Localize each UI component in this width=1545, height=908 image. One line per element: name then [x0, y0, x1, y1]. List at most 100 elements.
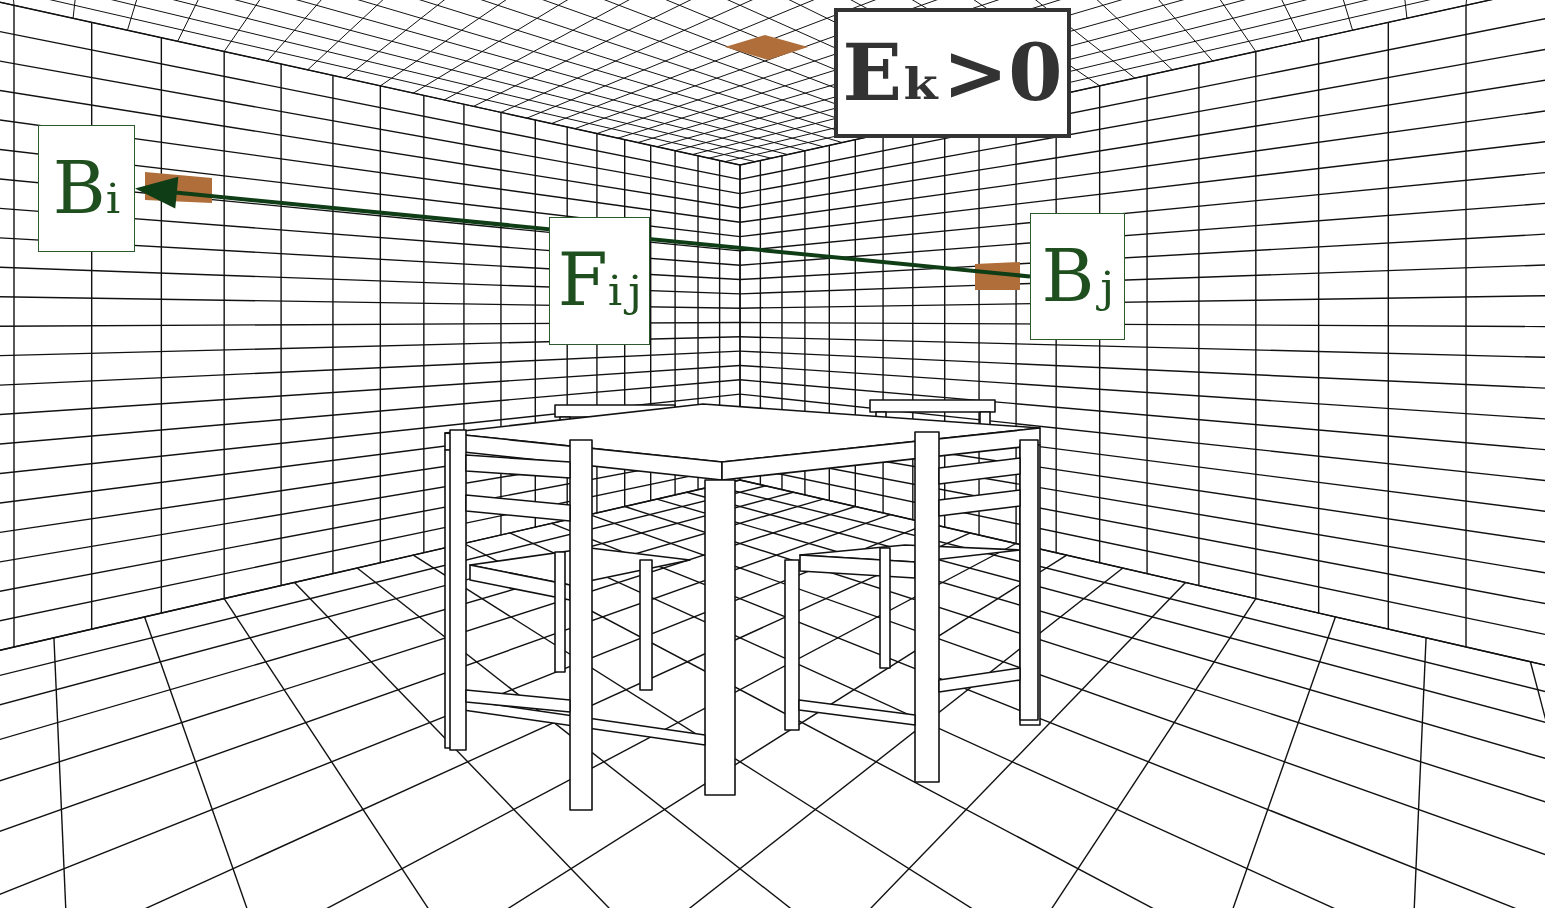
- grid-line: [1015, 104, 1016, 543]
- furniture-part: [450, 430, 466, 750]
- node-text: Eₖ>0: [843, 30, 1063, 116]
- grid-line: [0, 480, 740, 908]
- furniture-part: [555, 552, 565, 672]
- grid-line: [0, 0, 14, 5]
- grid-line: [1465, 5, 1466, 647]
- grid-line: [740, 480, 1545, 908]
- grid-line: [145, 617, 595, 908]
- grid-line: [267, 0, 1371, 61]
- grid-line: [0, 480, 740, 908]
- grid-line: [91, 22, 92, 629]
- grid-line: [0, 533, 970, 908]
- form-factor-label-box: Fᵢⱼ: [549, 217, 650, 345]
- grid-line: [0, 0, 953, 118]
- grid-line: [740, 0, 1545, 251]
- grid-line: [127, 0, 497, 30]
- grid-line: [740, 0, 1545, 165]
- grid-line: [54, 638, 109, 908]
- grid-line: [0, 0, 883, 134]
- grid-line: [709, 0, 1545, 158]
- grid-line: [0, 492, 793, 908]
- grid-line: [1371, 638, 1426, 908]
- grid-line: [464, 543, 1545, 908]
- patch-label-box: Bⱼ: [1030, 213, 1125, 340]
- grid-line: [687, 492, 1545, 908]
- grid-line: [280, 64, 281, 586]
- grid-line: [1318, 38, 1319, 613]
- grid-line: [73, 0, 206, 18]
- furniture-part: [466, 690, 570, 712]
- grid-line: [0, 408, 740, 908]
- grid-line: [423, 95, 424, 552]
- grid-line: [740, 365, 1545, 625]
- grid-line: [332, 75, 333, 573]
- furniture-part: [705, 480, 735, 795]
- furniture-part: [799, 700, 915, 725]
- edge-label: Fᵢⱼ: [558, 241, 641, 320]
- grid-line: [944, 120, 945, 527]
- grid-line: [740, 0, 1545, 265]
- grid-line: [400, 0, 1256, 52]
- grid-line: [740, 0, 1545, 237]
- grid-line: [1274, 0, 1407, 18]
- grid-line: [625, 507, 1545, 908]
- grid-line: [1146, 75, 1147, 573]
- grid-line: [725, 0, 1545, 162]
- grid-line: [0, 394, 740, 815]
- grid-line: [740, 323, 1545, 343]
- patch-label-box: Bᵢ: [38, 125, 135, 252]
- grid-line: [161, 38, 162, 613]
- furniture-part: [880, 548, 890, 668]
- grid-line: [223, 52, 224, 599]
- node-text: Bᵢ: [53, 149, 120, 228]
- node-text: Bⱼ: [1042, 237, 1114, 316]
- furniture-part: [939, 458, 1020, 484]
- grid-line: [1388, 22, 1389, 629]
- grid-line: [0, 0, 862, 138]
- furniture-part: [870, 400, 995, 412]
- furniture-part: [939, 668, 1020, 692]
- grid-line: [618, 0, 1545, 138]
- grid-line: [912, 127, 913, 520]
- grid-line: [0, 466, 740, 908]
- grid-line: [638, 0, 1545, 143]
- furniture-part: [1020, 440, 1038, 720]
- table-and-chairs: [445, 400, 1040, 810]
- grid-line: [692, 0, 1545, 155]
- furniture-part: [570, 440, 592, 810]
- grid-line: [0, 555, 1067, 908]
- grid-line: [1530, 662, 1545, 908]
- grid-line: [740, 0, 1545, 208]
- grid-line: [886, 617, 1336, 908]
- grid-line: [0, 543, 1016, 908]
- surface-patch: [725, 35, 808, 60]
- grid-line: [1466, 0, 1545, 5]
- furniture-part: [800, 555, 915, 578]
- grid-line: [0, 0, 842, 143]
- furniture-part: [640, 560, 652, 690]
- grid-line: [714, 486, 1545, 908]
- grid-line: [1198, 64, 1199, 586]
- grid-line: [400, 599, 1256, 908]
- furniture-part: [466, 455, 570, 478]
- grid-line: [740, 0, 1545, 165]
- furniture-part: [939, 490, 1020, 516]
- furniture-part: [915, 432, 939, 782]
- grid-line: [657, 0, 1545, 147]
- grid-line: [13, 5, 14, 647]
- emitter-box: Eₖ>0: [834, 8, 1072, 138]
- furniture-part: [466, 495, 570, 521]
- grid-line: [740, 0, 1545, 194]
- grid-line: [675, 0, 1545, 151]
- grid-line: [380, 86, 381, 563]
- grid-line: [178, 0, 789, 41]
- grid-line: [0, 0, 979, 112]
- grid-line: [357, 568, 1545, 908]
- grid-line: [657, 499, 1545, 908]
- grid-line: [0, 0, 905, 129]
- grid-line: [740, 408, 1545, 908]
